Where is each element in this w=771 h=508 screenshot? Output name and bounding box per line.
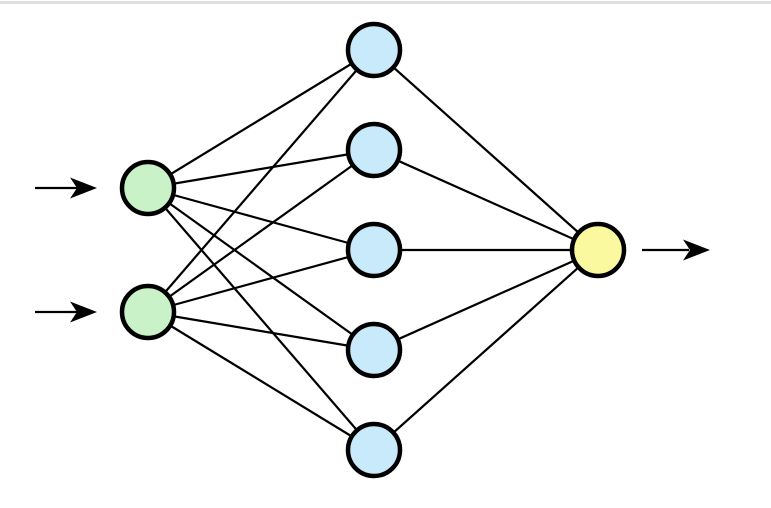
arrow-head	[683, 239, 710, 261]
hidden-node	[345, 321, 403, 379]
edge-line	[147, 187, 375, 351]
edge-line	[147, 186, 375, 252]
edge-line	[147, 187, 375, 451]
input-node	[119, 283, 177, 341]
input-arrow-1	[35, 177, 97, 199]
hidden-node	[345, 421, 403, 479]
edge-line	[147, 248, 375, 314]
nodes-group	[119, 21, 627, 479]
edge-line	[373, 248, 599, 352]
output-node	[569, 221, 627, 279]
edge-line	[147, 311, 375, 451]
edge-line	[373, 249, 599, 451]
hidden-node	[345, 121, 403, 179]
edge-line	[147, 149, 375, 313]
input-node	[119, 159, 177, 217]
input-arrow-2	[35, 301, 97, 323]
arrow-head	[70, 301, 97, 323]
edge-line	[147, 148, 375, 190]
hidden-node	[345, 21, 403, 79]
arrow-head	[70, 177, 97, 199]
top-border-line	[0, 1, 771, 4]
output-arrow	[642, 239, 710, 261]
arrows-group	[35, 177, 710, 323]
edge-line	[147, 49, 375, 313]
hidden-node	[345, 221, 403, 279]
edge-line	[373, 148, 599, 252]
edge-line	[147, 49, 375, 189]
edge-line	[147, 310, 375, 352]
edge-line	[373, 49, 599, 251]
edges-group	[147, 49, 599, 451]
